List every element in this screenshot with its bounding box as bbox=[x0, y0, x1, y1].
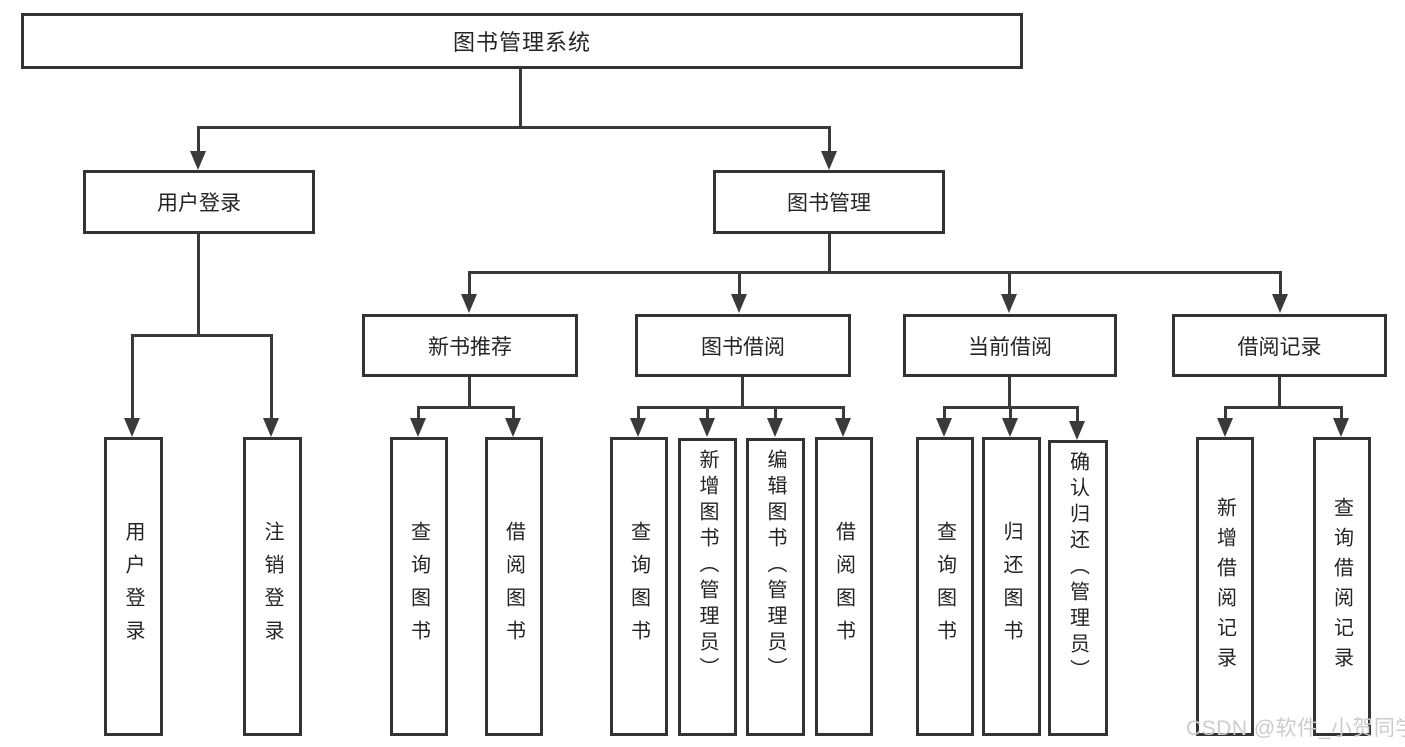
leaf-return-book: 归还图书 bbox=[982, 437, 1041, 736]
connector-line bbox=[637, 406, 640, 420]
connector-line bbox=[828, 126, 831, 153]
leaf-query-borrow-record: 查询借阅记录 bbox=[1313, 437, 1371, 736]
connector-line bbox=[1278, 377, 1281, 407]
arrowhead-icon bbox=[1069, 421, 1085, 440]
connector-line bbox=[828, 234, 831, 273]
arrowhead-icon bbox=[1002, 418, 1018, 437]
connector-line bbox=[197, 126, 831, 129]
connector-line bbox=[417, 406, 420, 420]
connector-line bbox=[1340, 406, 1343, 420]
connector-line bbox=[270, 334, 273, 419]
leaf-borrow-book: 借阅图书 bbox=[815, 437, 873, 736]
node-label: 新增借阅记录 bbox=[1213, 496, 1236, 677]
node-label: 借阅图书 bbox=[502, 520, 525, 653]
arrowhead-icon bbox=[835, 418, 851, 437]
node-label: 图书管理系统 bbox=[452, 30, 591, 55]
arrowhead-icon bbox=[731, 294, 747, 313]
node-book-borrow: 图书借阅 bbox=[635, 314, 851, 377]
connector-line bbox=[842, 406, 845, 420]
arrowhead-icon bbox=[767, 418, 783, 437]
leaf-query-book-recommend: 查询图书 bbox=[390, 437, 448, 736]
connector-line bbox=[512, 406, 515, 420]
connector-line bbox=[468, 377, 471, 407]
leaf-query-book-borrow: 查询图书 bbox=[610, 437, 668, 736]
connector-line bbox=[1279, 271, 1282, 296]
node-label: 借阅记录 bbox=[1237, 335, 1322, 359]
connector-line bbox=[197, 234, 200, 335]
node-label: 图书管理 bbox=[787, 192, 871, 215]
connector-line bbox=[637, 406, 844, 409]
arrowhead-icon bbox=[630, 418, 646, 437]
csdn-watermark: CSDN @软件_小贺同学 bbox=[1186, 717, 1405, 740]
node-book-management: 图书管理 bbox=[713, 170, 945, 234]
connector-line bbox=[468, 271, 1281, 274]
node-label: 查询图书 bbox=[933, 520, 956, 653]
connector-line bbox=[1224, 406, 1343, 409]
leaf-add-book-admin: 新增图书（管理员） bbox=[678, 438, 737, 736]
arrowhead-icon bbox=[821, 151, 837, 170]
arrowhead-icon bbox=[1333, 418, 1349, 437]
connector-line bbox=[943, 406, 946, 420]
arrowhead-icon bbox=[190, 151, 206, 170]
node-label: 编辑图书（管理员） bbox=[764, 449, 786, 683]
connector-line bbox=[131, 334, 134, 419]
node-label: 新书推荐 bbox=[428, 335, 512, 359]
arrowhead-icon bbox=[936, 418, 952, 437]
node-label: 确认归还（管理员） bbox=[1066, 451, 1089, 685]
node-current-borrow: 当前借阅 bbox=[903, 314, 1117, 377]
connector-line bbox=[1076, 406, 1079, 423]
node-label: 新增图书（管理员） bbox=[696, 449, 718, 683]
node-label: 借阅图书 bbox=[832, 520, 855, 653]
node-label: 图书借阅 bbox=[701, 335, 785, 359]
connector-line bbox=[1008, 271, 1011, 296]
arrowhead-icon bbox=[1001, 294, 1017, 313]
node-new-book-recommend: 新书推荐 bbox=[362, 314, 578, 377]
arrowhead-icon bbox=[699, 418, 715, 437]
leaf-query-book-current: 查询图书 bbox=[916, 437, 974, 736]
connector-line bbox=[1009, 406, 1012, 420]
connector-line bbox=[131, 334, 273, 337]
connector-line bbox=[417, 406, 515, 409]
leaf-confirm-return-admin: 确认归还（管理员） bbox=[1048, 440, 1108, 736]
connector-line bbox=[1008, 377, 1011, 407]
node-label: 查询图书 bbox=[407, 520, 430, 653]
leaf-user-login: 用户登录 bbox=[104, 437, 163, 736]
node-label: 用户登录 bbox=[122, 520, 144, 653]
connector-line bbox=[774, 406, 777, 420]
arrowhead-icon bbox=[263, 418, 279, 437]
connector-line bbox=[741, 377, 744, 407]
leaf-borrow-book-recommend: 借阅图书 bbox=[485, 437, 543, 736]
connector-line bbox=[468, 271, 471, 296]
node-library-management-system: 图书管理系统 bbox=[21, 13, 1023, 69]
leaf-logout-login: 注销登录 bbox=[243, 437, 302, 736]
arrowhead-icon bbox=[1217, 418, 1233, 437]
connector-line bbox=[1224, 406, 1227, 420]
node-label: 注销登录 bbox=[261, 520, 283, 653]
connector-line bbox=[519, 68, 522, 127]
connector-line bbox=[197, 126, 200, 153]
node-label: 当前借阅 bbox=[968, 335, 1052, 359]
node-label: 归还图书 bbox=[1000, 520, 1022, 653]
arrowhead-icon bbox=[124, 418, 140, 437]
arrowhead-icon bbox=[1272, 294, 1288, 313]
node-label: 查询借阅记录 bbox=[1330, 496, 1353, 677]
arrowhead-icon bbox=[410, 418, 426, 437]
connector-line bbox=[706, 406, 709, 420]
node-user-login: 用户登录 bbox=[83, 170, 315, 234]
node-label: 查询图书 bbox=[627, 520, 650, 653]
arrowhead-icon bbox=[505, 418, 521, 437]
arrowhead-icon bbox=[461, 294, 477, 313]
leaf-add-borrow-record: 新增借阅记录 bbox=[1196, 437, 1254, 736]
node-borrow-record: 借阅记录 bbox=[1172, 314, 1387, 377]
node-label: 用户登录 bbox=[157, 192, 241, 215]
connector-line bbox=[738, 271, 741, 296]
leaf-edit-book-admin: 编辑图书（管理员） bbox=[746, 438, 805, 736]
